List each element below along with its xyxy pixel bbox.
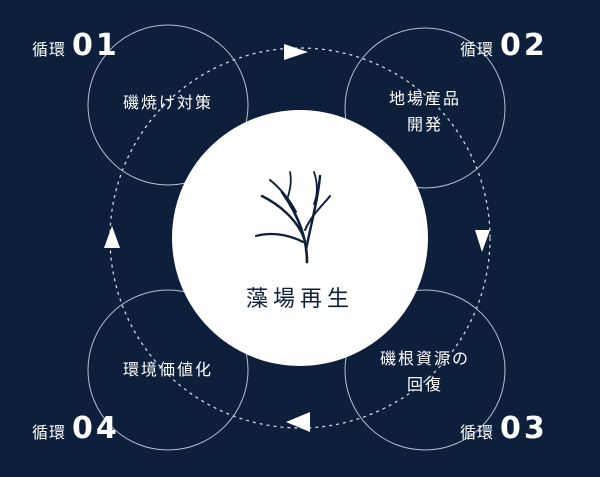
step-01-label-line: 磯焼け対策 — [122, 93, 214, 112]
step-03-tag: 循環 03 — [460, 411, 548, 446]
step-02-label: 地場産品 開発 — [389, 86, 461, 138]
step-03-label-line: 磯根資源の — [379, 349, 471, 368]
step-02-word: 循環 — [460, 40, 495, 59]
arrow-right-icon — [284, 44, 308, 60]
step-01-word: 循環 — [32, 40, 67, 59]
step-02-number: 02 — [500, 28, 548, 63]
step-04-word: 循環 — [32, 423, 67, 442]
step-01-label: 磯焼け対策 — [123, 90, 213, 116]
seaweed-icon — [254, 171, 331, 264]
arrow-down-icon — [475, 230, 490, 252]
step-03-number: 03 — [500, 411, 548, 446]
arrow-up-icon — [104, 226, 120, 248]
step-04-tag: 循環 04 — [32, 411, 120, 446]
step-02-tag: 循環 02 — [460, 28, 548, 63]
step-02-label-line: 地場産品 — [388, 89, 462, 108]
step-01-number: 01 — [72, 28, 120, 63]
step-02-ring — [344, 27, 506, 189]
step-03-label: 磯根資源の 回復 — [380, 346, 470, 398]
step-04-label: 環境価値化 — [123, 357, 213, 383]
arrow-left-icon — [286, 412, 310, 432]
step-04-label-line: 環境価値化 — [122, 360, 214, 379]
step-03-word: 循環 — [460, 423, 495, 442]
step-04-number: 04 — [72, 411, 120, 446]
step-01-ring — [87, 24, 249, 186]
step-04-ring — [87, 289, 249, 451]
step-01-tag: 循環 01 — [32, 28, 120, 63]
center-circle — [172, 110, 428, 366]
center-label: 藻場再生 — [245, 287, 355, 312]
step-02-label-line: 開発 — [406, 115, 444, 134]
step-03-ring — [344, 289, 506, 451]
step-03-label-line: 回復 — [406, 375, 444, 394]
